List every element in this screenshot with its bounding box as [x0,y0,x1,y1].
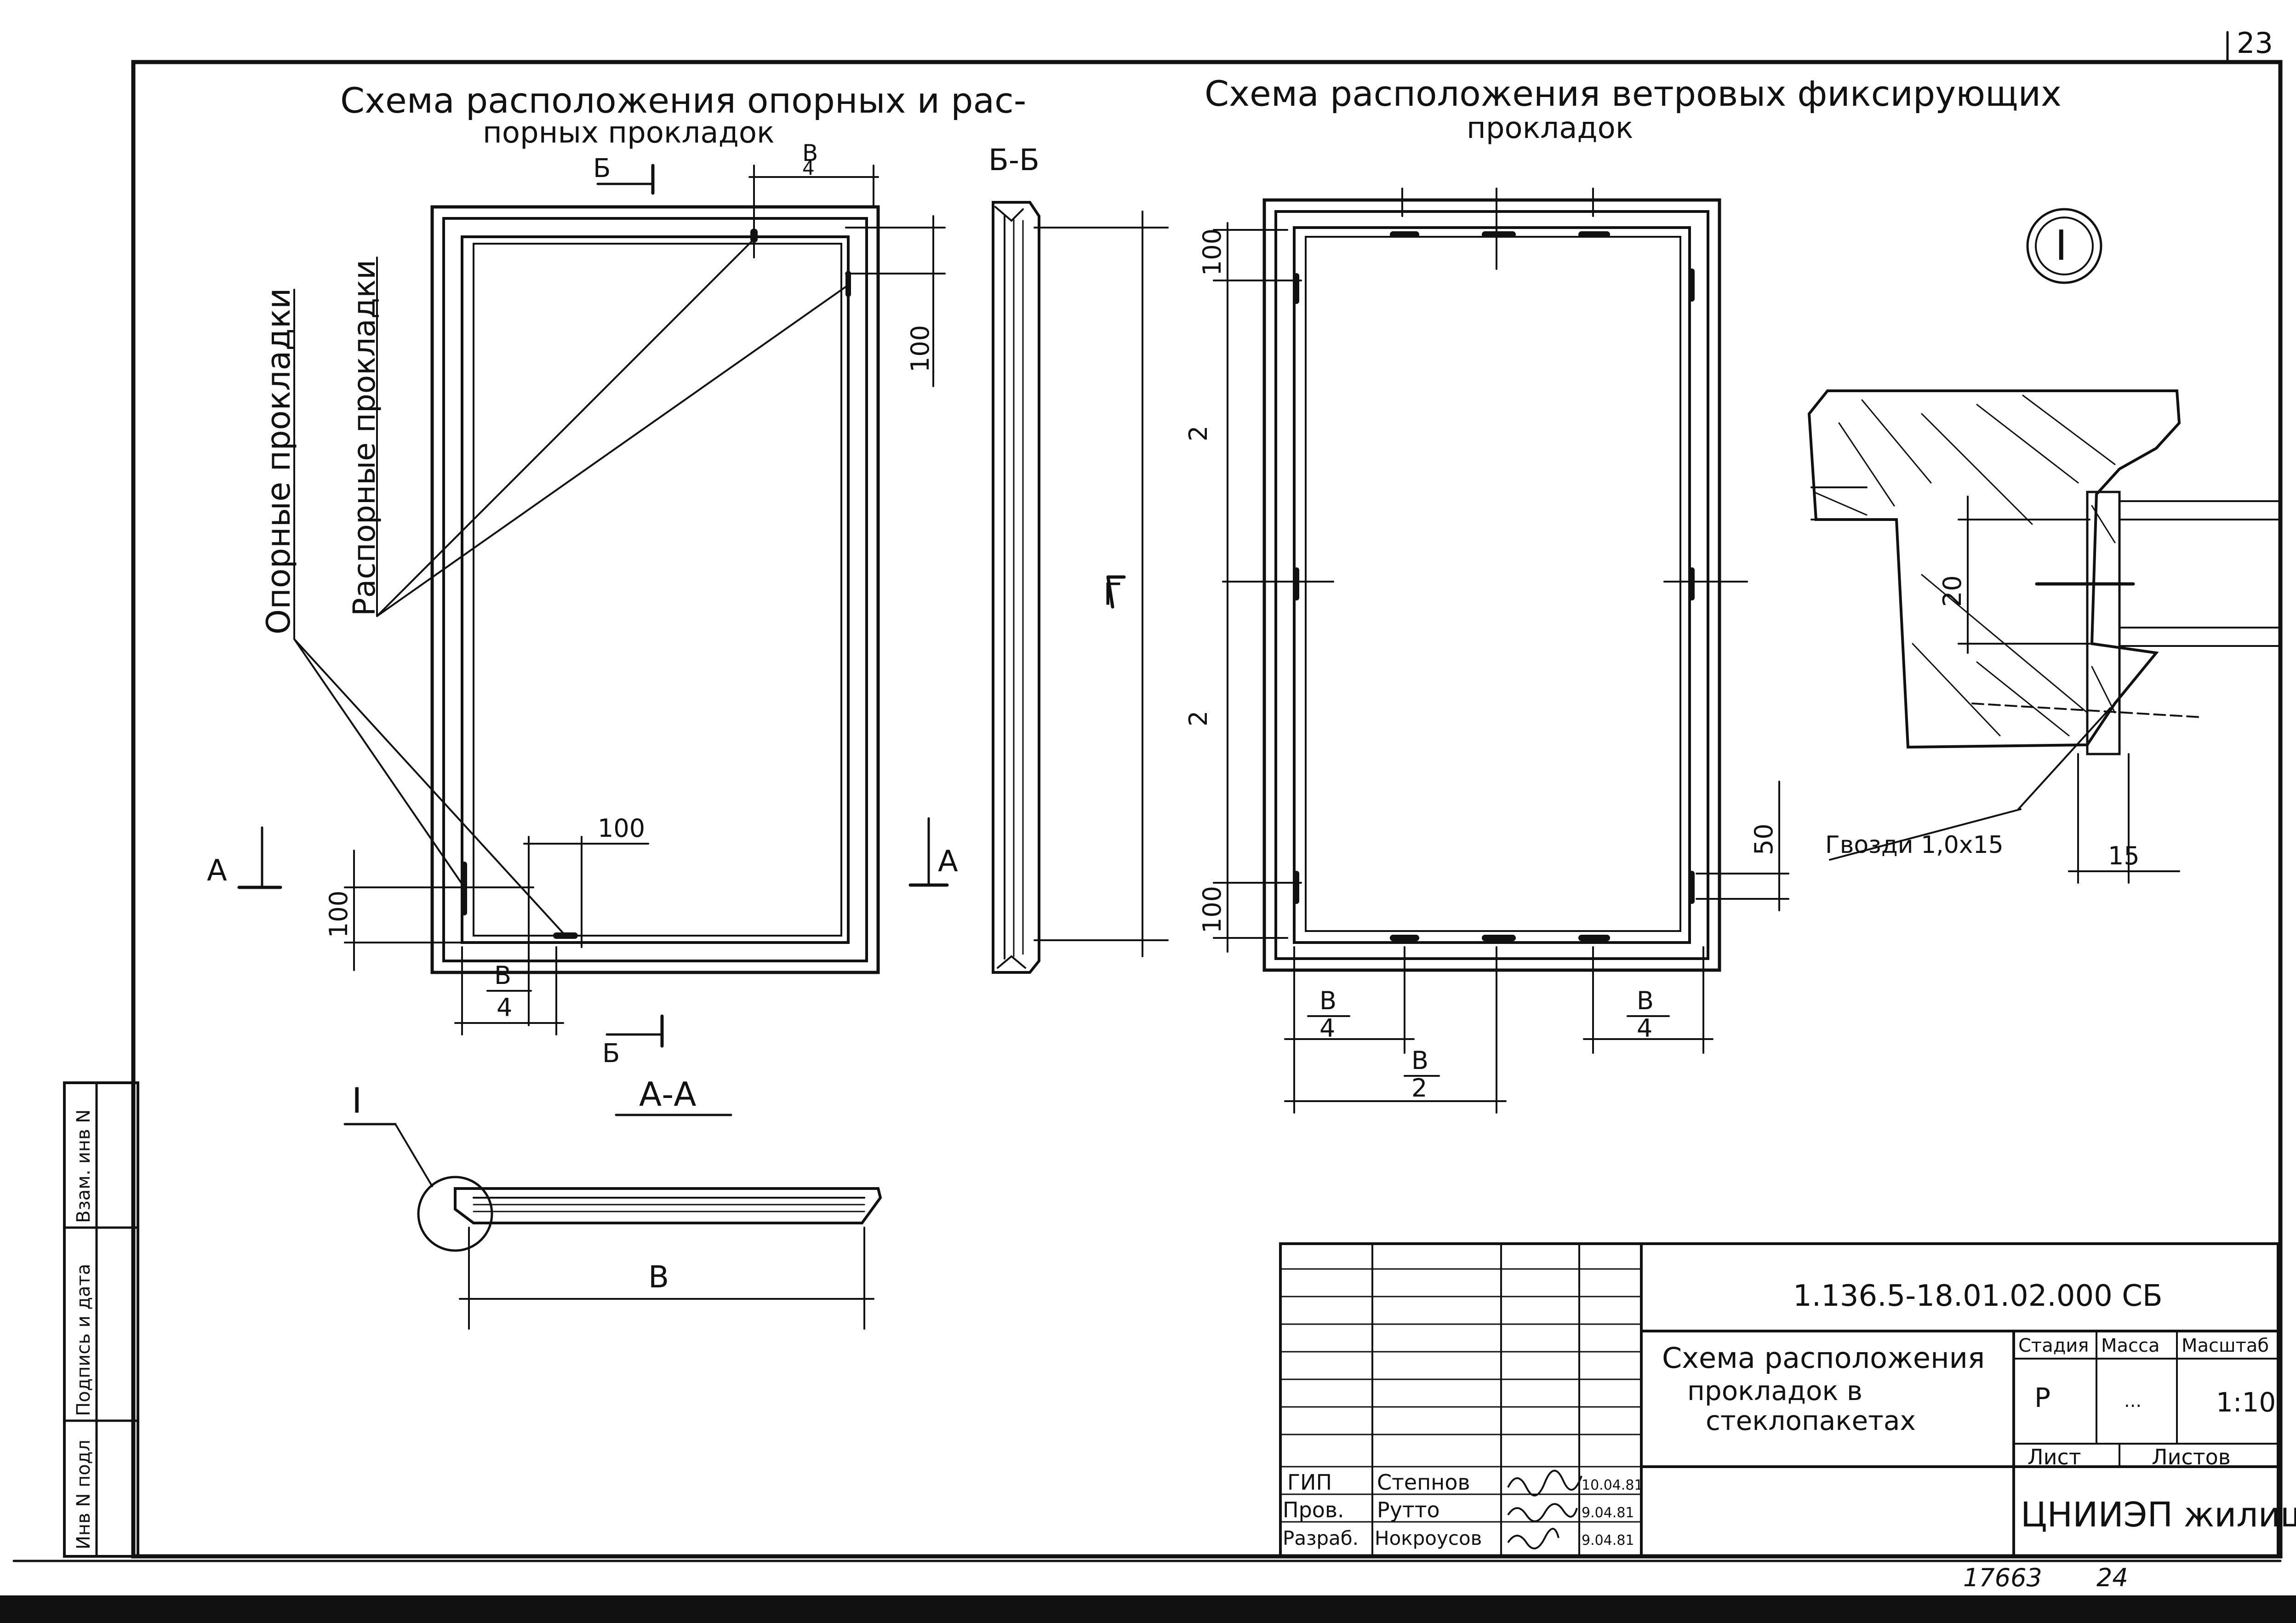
signer-role-1: ГИП [1287,1470,1332,1495]
dim-half-upper: 2 [1184,426,1213,441]
dim-g: Г [1103,577,1122,612]
support-pads-label: Опорные прокладки [260,288,297,634]
detail-i-label: I [352,1080,362,1121]
signature-2 [1507,1503,1578,1522]
section-aa-profile [343,1114,882,1330]
dim-100-right-top: 100 [1198,229,1227,276]
dim-100-left: 100 [324,891,353,938]
detail-i-section [1807,389,2281,884]
section-b-bottom: Б [602,1039,620,1069]
signature-1 [1507,1469,1582,1497]
signer-date-3: 9.04.81 [1582,1532,1634,1549]
right-title-line1: Схема расположения ветровых фиксирующих [1205,73,2062,114]
dim-100-right: 100 [906,325,935,372]
dim-b4-bottom-num: В [494,961,511,990]
dim-b4-top-den: 4 [802,157,815,179]
stamp-replaced-inv: Взам. инв N [73,1109,94,1223]
signatures [1507,1469,1582,1549]
signer-name-2: Рутто [1377,1497,1440,1522]
right-title-line2: прокладок [1467,111,1633,145]
organization: ЦНИИЭП жилища [2021,1495,2296,1535]
mass-value: ... [2124,1390,2142,1412]
side-stamp [63,1081,139,1558]
signer-date-1: 10.04.81 [1582,1477,1643,1493]
dim-15: 15 [2108,841,2140,870]
section-a-right: А [938,845,958,879]
scale-value: 1:10 [2216,1387,2276,1418]
dim-b4-right-num: В [1637,986,1654,1015]
dim-b4-right-den: 4 [1637,1014,1652,1043]
dim-50: 50 [1749,823,1778,855]
page-number: 24 [2096,1563,2128,1592]
sheet-number: 23 [2237,26,2273,60]
detail-marker-inner [2035,217,2094,275]
doc-code: 1.136.5-18.01.02.000 СБ [1793,1279,2163,1313]
signer-name-1: Степнов [1377,1470,1470,1495]
signer-role-3: Разраб. [1283,1527,1359,1549]
dim-100-horizontal: 100 [598,814,645,843]
doc-title-line3: стеклопакетах [1706,1405,1916,1436]
section-b-top: Б [593,154,611,183]
spacer-pads-label: Распорные прокладки [347,260,382,616]
dim-b4-bottom-den: 4 [497,993,512,1022]
signer-role-2: Пров. [1283,1497,1344,1522]
dim-100-right-bottom: 100 [1198,886,1227,933]
doc-title-line1: Схема расположения [1662,1341,1985,1375]
stage-header: Стадия [2018,1335,2089,1356]
dim-v: В [648,1259,669,1295]
archive-number: 17663 [1963,1563,2042,1592]
scale-header: Масштаб [2182,1335,2269,1356]
stamp-signature-date: Подпись и дата [73,1264,94,1416]
signature-3 [1507,1528,1559,1549]
title-block [1279,1242,2279,1558]
detail-marker-outer [2026,208,2102,284]
signer-name-3: Нокроусов [1375,1527,1482,1549]
left-title-line2: порных прокладок [483,116,775,150]
stage-value: Р [2034,1382,2050,1413]
doc-title-line2: прокладок в [1687,1375,1862,1406]
section-aa-title: А-А [639,1075,697,1114]
detail-marker-label: I [2055,222,2068,270]
dim-20: 20 [1938,575,1967,607]
dim-b4-left-den: 4 [1319,1014,1335,1043]
stamp-inv-original: Инв N подл [73,1440,94,1549]
section-a-left: А [207,854,227,888]
sheets-label: Листов [2152,1445,2231,1469]
dim-b4-top-num: В [802,140,818,166]
dim-b2-den: 2 [1411,1074,1427,1103]
right-frame-plan [1213,188,1789,1114]
left-frame-plan [237,164,949,1048]
nails-label: Гвозди 1,0x15 [1825,831,2004,859]
section-bb-profile [992,201,1169,974]
dim-b4-left-num: В [1319,986,1336,1015]
scan-bottom-band [0,1595,2296,1623]
signer-date-2: 9.04.81 [1582,1505,1634,1521]
section-bb-title: Б-Б [988,143,1039,177]
sheet-frame [131,60,2283,1559]
detail-callout-circle [417,1176,493,1252]
dim-half-lower: 2 [1184,711,1213,726]
sheet-label: Лист [2028,1445,2081,1469]
left-title-line1: Схема расположения опорных и рас- [340,80,1026,121]
mass-header: Масса [2101,1335,2160,1356]
dim-b2-num: В [1411,1046,1428,1075]
